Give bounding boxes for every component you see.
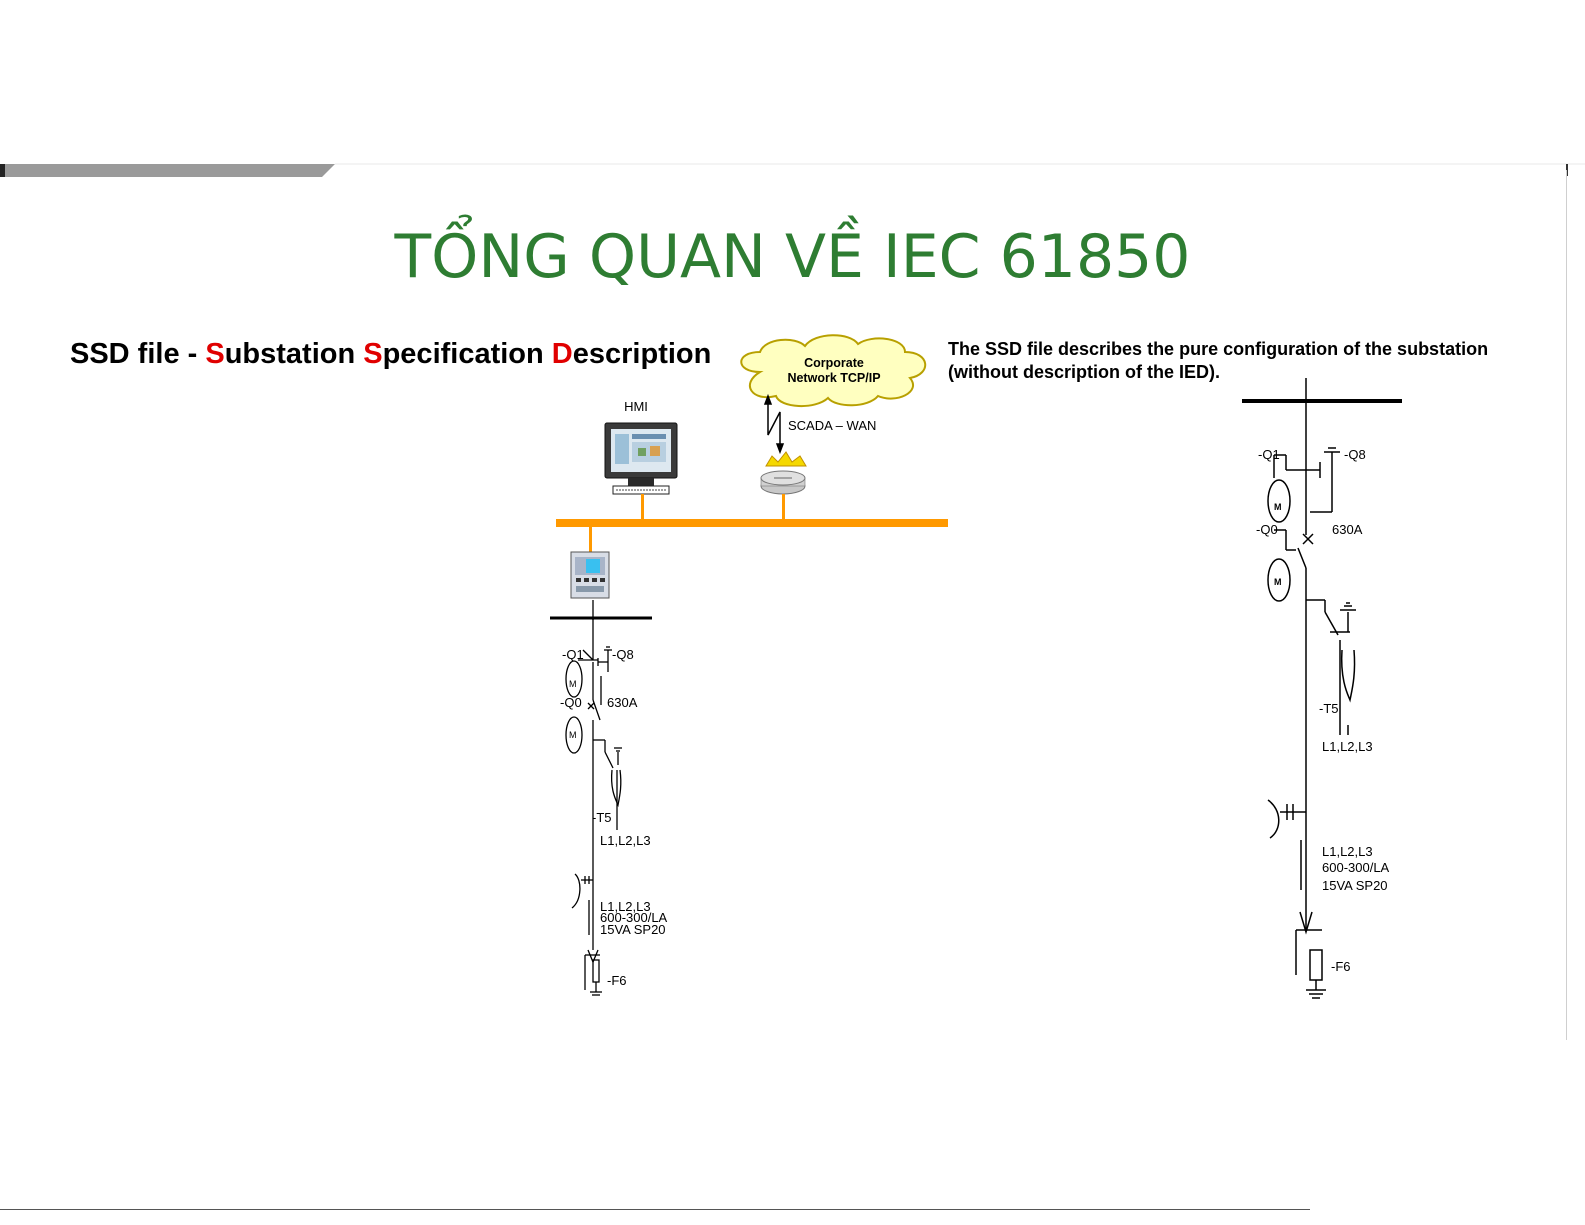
right-q8-label: -Q8 — [1344, 447, 1366, 462]
left-q0-label: -Q0 — [560, 695, 582, 710]
right-rating-label: 630A — [1332, 522, 1363, 537]
right-q1-label: -Q1 — [1258, 447, 1280, 462]
left-ct-line3: 15VA SP20 — [600, 922, 666, 937]
cloud-label-1: Corporate — [804, 356, 864, 370]
left-motor2-label: M — [569, 730, 577, 740]
hmi-computer-icon — [604, 422, 678, 495]
top-decorative-bar — [0, 163, 1585, 177]
right-motor2-label: M — [1274, 577, 1282, 587]
description-line-2: (without description of the IED). — [948, 362, 1220, 382]
router-firewall-icon — [760, 451, 807, 495]
right-q0-label: -Q0 — [1256, 522, 1278, 537]
left-t5-label: -T5 — [592, 810, 612, 825]
page-title: TỔNG QUAN VỀ IEC 61850 — [394, 222, 1191, 292]
description-line-1: The SSD file describes the pure configur… — [948, 339, 1489, 359]
heading-initial-d: D — [551, 338, 573, 370]
left-ct-line2: 600-300/LA — [600, 910, 668, 925]
station-bus — [556, 494, 948, 553]
bottom-rule — [0, 1209, 1310, 1210]
left-single-line-diagram: -Q1 -Q8 M -Q0 630A M -T5 L1,L2,L3 L1,L2,… — [550, 600, 668, 996]
heading-initial-s1: S — [205, 338, 225, 370]
wan-label: SCADA – WAN — [788, 418, 876, 433]
right-ct-line3: 15VA SP20 — [1322, 878, 1388, 893]
left-motor1-label: M — [569, 679, 577, 689]
right-ct-line1: L1,L2,L3 — [1322, 844, 1373, 859]
heading-part: escription — [572, 338, 712, 370]
right-phases-label: L1,L2,L3 — [1322, 739, 1373, 754]
left-f6-label: -F6 — [607, 973, 627, 988]
heading-part: pecification — [382, 338, 552, 370]
left-rating-label: 630A — [607, 695, 638, 710]
right-single-line-diagram: -Q1 -Q8 M -Q0 630A M -T5 L1,L2,L3 L1,L2,… — [1242, 378, 1402, 999]
left-q8-label: -Q8 — [612, 647, 634, 662]
right-edge-line — [1566, 170, 1567, 1040]
right-ct-line2: 600-300/LA — [1322, 860, 1390, 875]
heading-part: ubstation — [224, 338, 364, 370]
right-f6-label: -F6 — [1331, 959, 1351, 974]
right-motor1-label: M — [1274, 502, 1282, 512]
left-q1-label: -Q1 — [562, 647, 584, 662]
wan-link-icon — [763, 393, 785, 455]
cloud-label-2: Network TCP/IP — [787, 371, 880, 385]
ied-device-icon — [570, 551, 610, 599]
ssd-heading: SSD file - Substation Specification Desc… — [70, 338, 711, 371]
corporate-network-cloud-icon — [740, 334, 927, 408]
heading-part: SSD file - — [70, 338, 206, 370]
left-phases-label: L1,L2,L3 — [600, 833, 651, 848]
left-ct-line1: L1,L2,L3 — [600, 899, 651, 914]
ssd-description: The SSD file describes the pure configur… — [948, 338, 1488, 384]
heading-initial-s2: S — [363, 338, 383, 370]
hmi-label: HMI — [624, 399, 648, 414]
network-diagram: Corporate Network TCP/IP SCADA – WAN HMI — [556, 334, 948, 599]
right-t5-label: -T5 — [1319, 701, 1339, 716]
